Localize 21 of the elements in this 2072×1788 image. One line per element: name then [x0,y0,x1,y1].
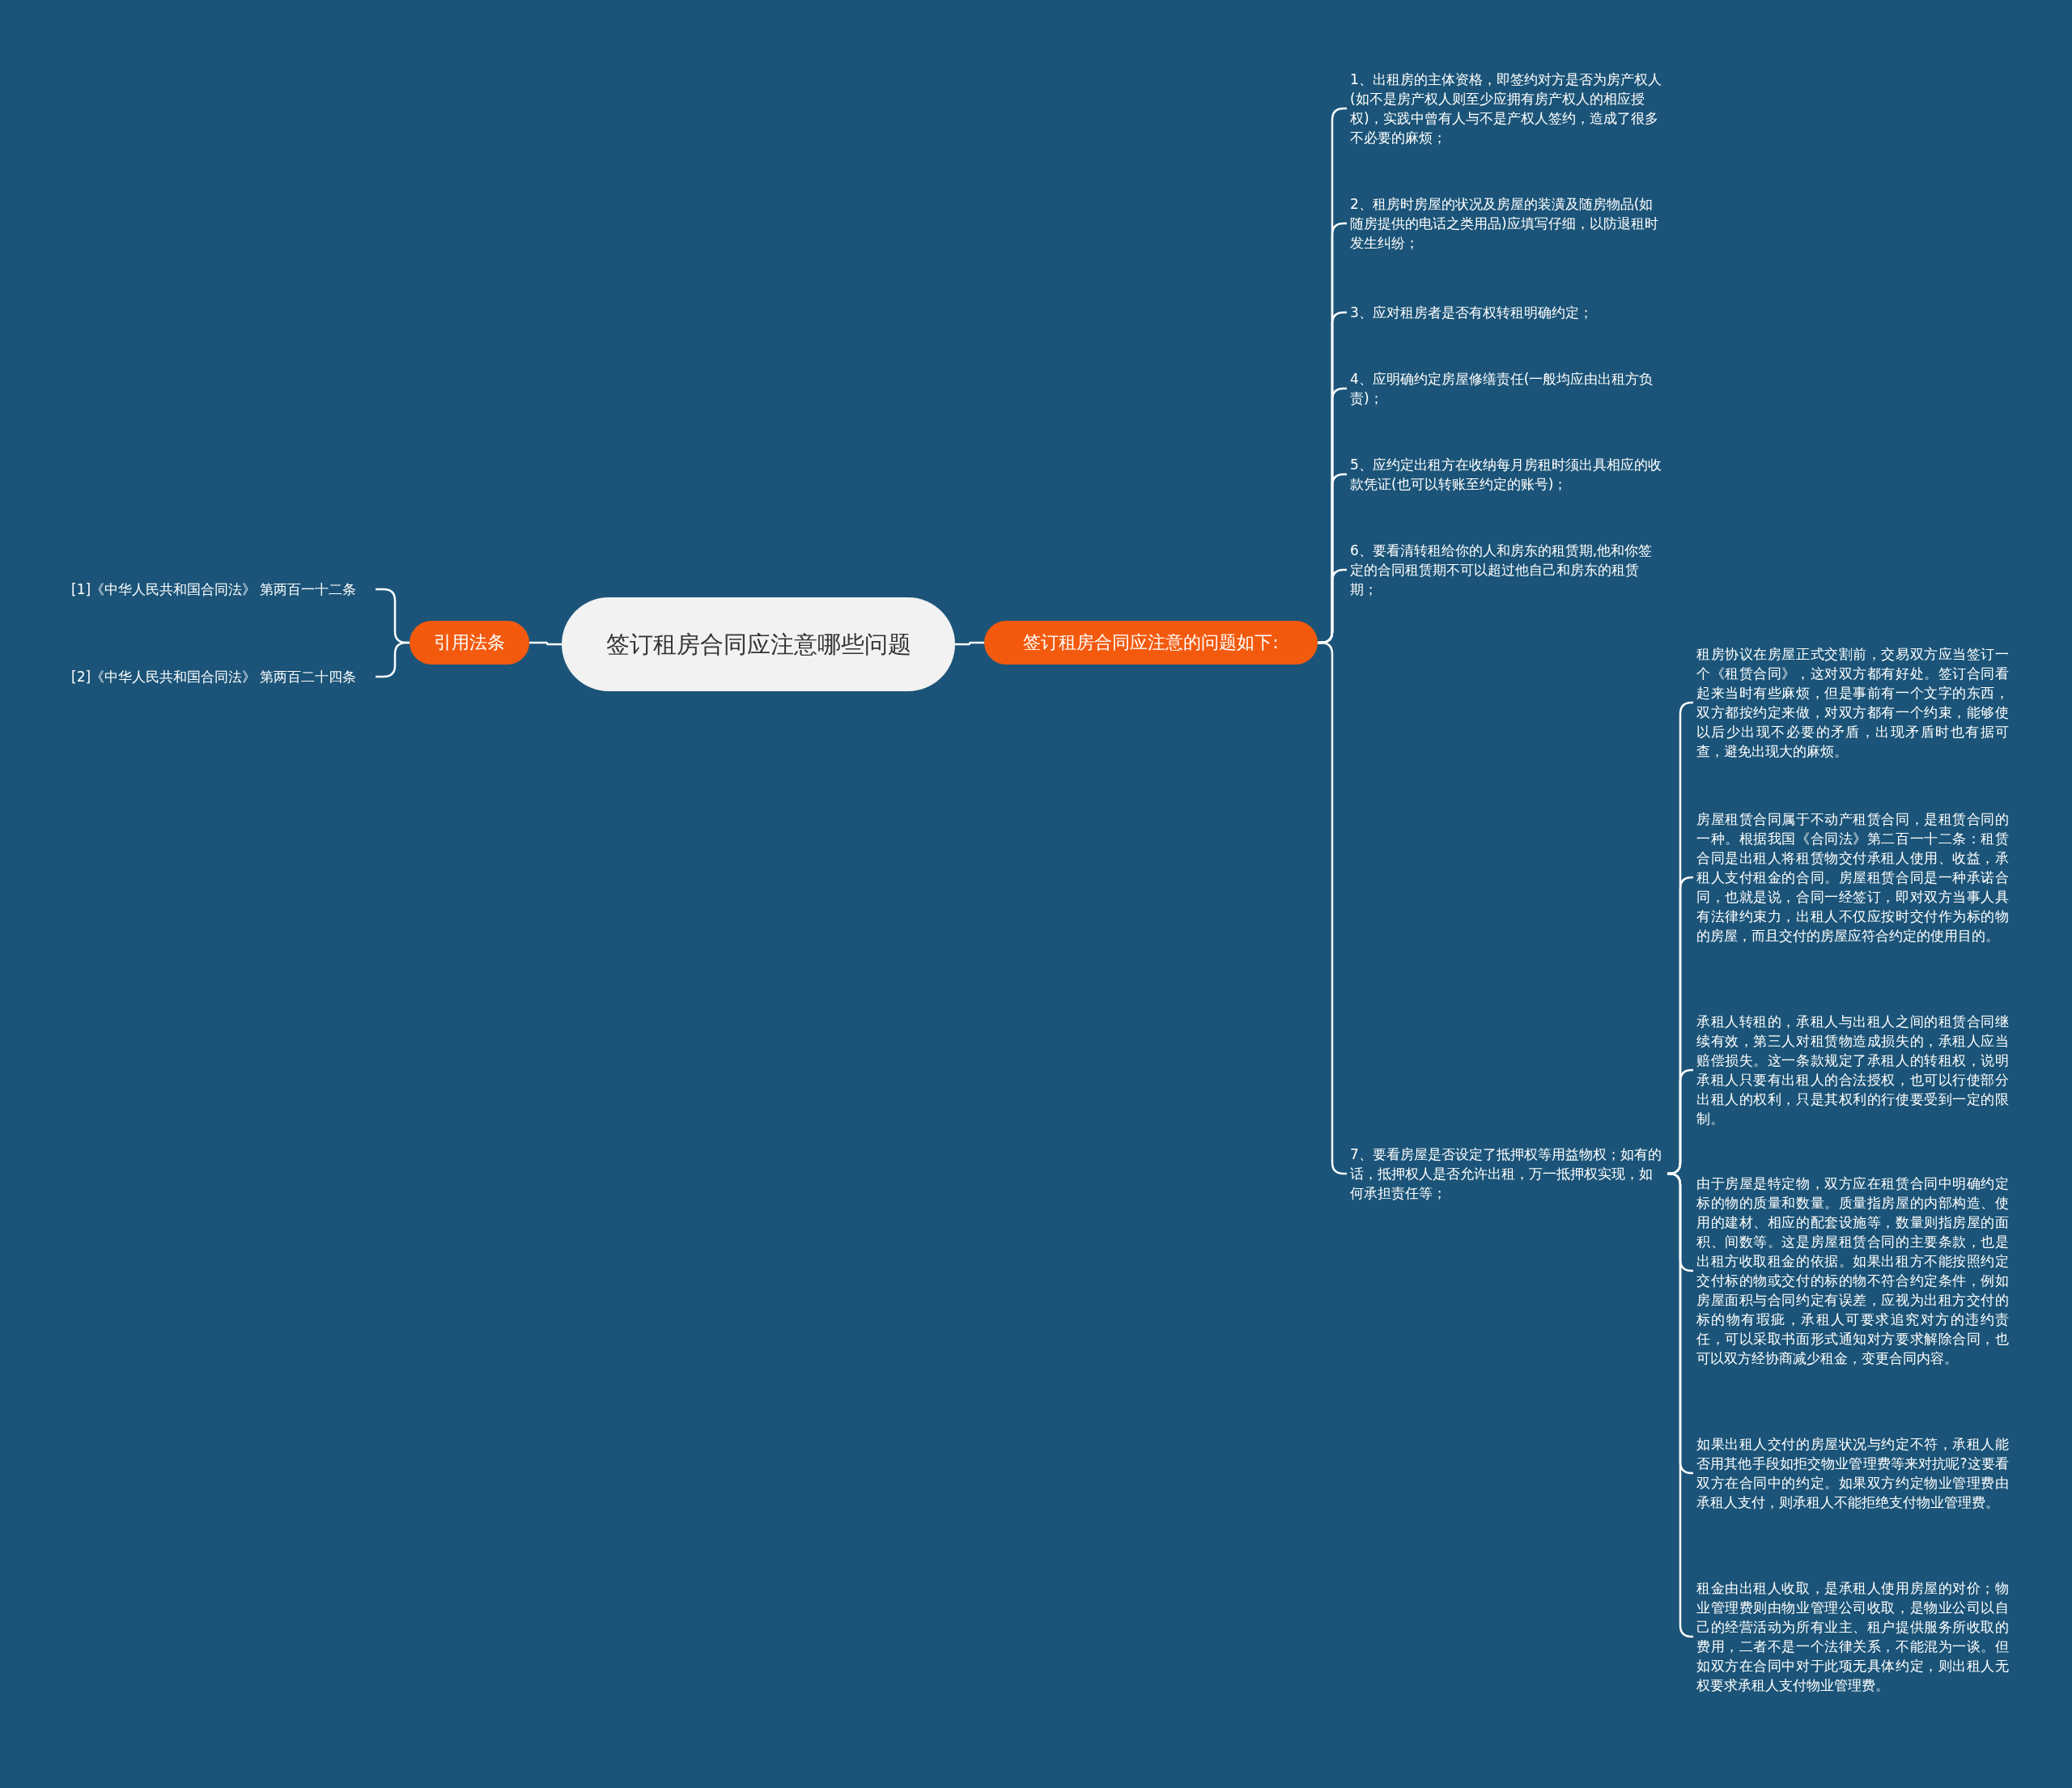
topic-text: 房屋租赁合同属于不动产租赁合同，是租赁合同的一种。根据我国《合同法》第二百一十二条：租赁合同是出租人将租赁物交付承租人使用、收益，承租人支付租金的合同。房屋租赁合同是一种承诺合同，也就是说，合同一经签订，即对双方当事人具有法律约束力，出租人不仅应按时交付作为标的物的房屋，而且交付的房屋应符合约定的使用目的。 [1693,808,2012,947]
topic-text: 7、要看房屋是否设定了抵押权等用益物权；如有的话，抵押权人是否允许出租，万一抵押权实现，如何承担责任等； [1347,1143,1667,1204]
branch-topic-pill: 引用法条 [410,621,529,665]
topic-text: 如果出租人交付的房屋状况与约定不符，承租人能否用其他手段如拒交物业管理费等来对抗呢?这要看双方在合同中的约定。如果双方约定物业管理费由承租人支付，则承租人不能拒绝支付物业管理费。 [1693,1433,2012,1514]
topic-text: 6、要看清转租给你的人和房东的租赁期,他和你签定的合同租赁期不可以超过他自己和房东的租赁期； [1347,539,1667,601]
central-topic-pill: 签订租房合同应注意哪些问题 [562,597,955,691]
topic-text: 4、应明确约定房屋修缮责任(一般均应由出租方负责)； [1347,367,1667,410]
topic-text: 由于房屋是特定物，双方应在租赁合同中明确约定标的物的质量和数量。质量指房屋的内部构造、使用的建材、相应的配套设施等，数量则指房屋的面积、间数等。这是房屋租赁合同的主要条款，也是出租方收取租金的依据。如果出租方不能按照约定交付标的物或交付的标的物不符合约定条件，例如房屋面积与合同约定有误差，应视为出租方交付的标的物有瑕疵，承租人可要求追究对方的违约责任，可以采取书面形式通知对方要求解除合同，也可以双方经协商减少租金，变更合同内容。 [1693,1172,2012,1370]
topic-text: 承租人转租的，承租人与出租人之间的租赁合同继续有效，第三人对租赁物造成损失的，承租人应当赔偿损失。这一条款规定了承租人的转租权，说明承租人只要有出租人的合法授权，也可以行使部分出租人的权利，只是其权利的行使要受到一定的限制。 [1693,1010,2012,1130]
topic-text: 2、租房时房屋的状况及房屋的装潢及随房物品(如随房提供的电话之类用品)应填写仔细，以防退租时发生纠纷； [1347,193,1667,254]
connector-line [955,641,984,646]
branch-topic-pill: 签订租房合同应注意的问题如下: [984,621,1318,665]
topic-text: 租金由出租人收取，是承租人使用房屋的对价；物业管理费则由物业管理公司收取，是物业公司以自己的经营活动为所有业主、租户提供服务所收取的费用，二者不是一个法律关系，不能混为一谈。但如双方在合同中对于此项无具体约定，则出租人无权要求承租人支付物业管理费。 [1693,1577,2012,1697]
topic-text: 5、应约定出租方在收纳每月房租时须出具相应的收款凭证(也可以转账至约定的账号)； [1347,453,1667,495]
topic-text: 3、应对租房者是否有权转租明确约定； [1347,301,1667,324]
topic-text: [2]《中华人民共和国合同法》 第两百二十四条 [68,665,376,688]
connector-line [529,641,562,646]
topic-text: 1、出租房的主体资格，即签约对方是否为房产权人(如不是房产权人则至少应拥有房产权人的相应授权)，实践中曾有人与不是产权人签约，造成了很多不必要的麻烦； [1347,68,1667,149]
topic-text: 租房协议在房屋正式交割前，交易双方应当签订一个《租赁合同》，这对双方都有好处。签订合同看起来当时有些麻烦，但是事前有一个文字的东西，双方都按约定来做，对双方都有一个约束，能够使以后少出现不必要的矛盾，出现矛盾时也有据可查，避免出现大的麻烦。 [1693,643,2012,762]
connector-line [376,641,410,678]
topic-text: [1]《中华人民共和国合同法》 第两百一十二条 [68,578,376,601]
